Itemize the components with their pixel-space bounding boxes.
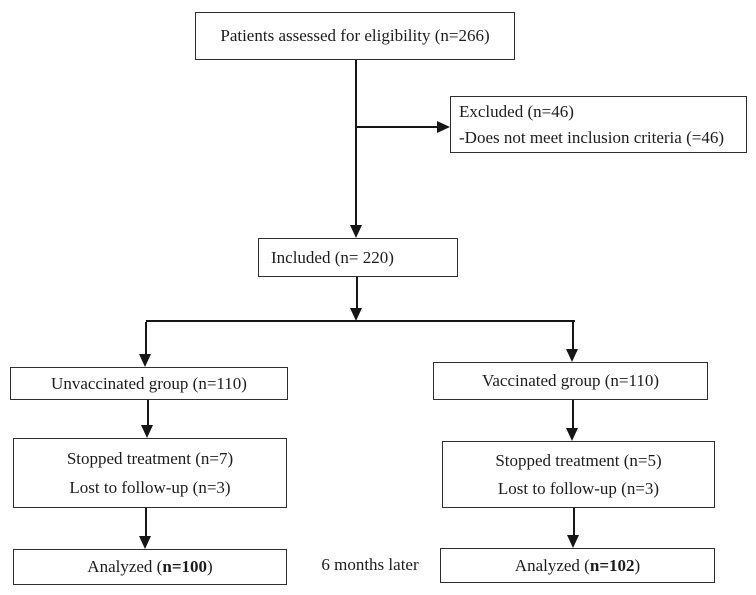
node-vaccinated-group: Vaccinated group (n=110) xyxy=(433,362,708,400)
node-stopped-unvaccinated: Stopped treatment (n=7) Lost to follow-u… xyxy=(13,438,287,508)
node-excluded-line1: Excluded (n=46) xyxy=(459,102,574,122)
node-eligibility-label: Patients assessed for eligibility (n=266… xyxy=(220,26,490,46)
node-excluded: Excluded (n=46) -Does not meet inclusion… xyxy=(450,96,747,153)
arrowhead-into-excluded xyxy=(437,121,450,133)
node-analyzed-vaccinated: Analyzed (n=102) xyxy=(440,548,715,583)
node-stopped-vaccinated: Stopped treatment (n=5) Lost to follow-u… xyxy=(442,441,715,508)
node-vaccinated-label: Vaccinated group (n=110) xyxy=(481,371,659,391)
connector-stopped-to-analyzed-vaccinated xyxy=(573,508,575,536)
node-analyzed-vaccinated-label: Analyzed (n=102) xyxy=(514,555,641,575)
connector-included-to-split xyxy=(356,277,358,308)
node-analyzed-unvaccinated-label: Analyzed (n=100) xyxy=(87,557,213,577)
connector-split-horizontal xyxy=(146,320,575,322)
connector-vaccinated-to-stopped xyxy=(572,400,574,429)
connector-stopped-to-analyzed-unvaccinated xyxy=(145,508,147,537)
connector-branch-to-excluded xyxy=(356,126,437,128)
connector-eligibility-to-included xyxy=(355,60,357,225)
node-stopped-vaccinated-line1: Stopped treatment (n=5) xyxy=(495,450,662,470)
node-unvaccinated-label: Unvaccinated group (n=110) xyxy=(51,373,247,393)
arrowhead-into-analyzed-unvaccinated xyxy=(139,536,151,549)
time-label: 6 months later xyxy=(321,555,419,574)
arrowhead-into-vaccinated xyxy=(566,349,578,362)
node-eligibility: Patients assessed for eligibility (n=266… xyxy=(195,12,515,60)
node-stopped-unvaccinated-line2: Lost to follow-up (n=3) xyxy=(69,478,231,498)
node-included-label: Included (n= 220) xyxy=(271,247,394,267)
arrowhead-into-included xyxy=(350,225,362,238)
node-stopped-unvaccinated-line1: Stopped treatment (n=7) xyxy=(66,448,234,468)
arrowhead-into-unvaccinated xyxy=(139,354,151,367)
node-stopped-vaccinated-line2: Lost to follow-up (n=3) xyxy=(497,479,660,499)
node-analyzed-unvaccinated: Analyzed (n=100) xyxy=(13,549,287,585)
connector-unvaccinated-to-stopped xyxy=(147,400,149,426)
node-included: Included (n= 220) xyxy=(258,238,458,277)
arrowhead-into-analyzed-vaccinated xyxy=(567,535,579,548)
arrowhead-into-split xyxy=(350,308,362,321)
connector-split-to-vaccinated xyxy=(572,322,574,350)
node-excluded-line2: -Does not meet inclusion criteria (=46) xyxy=(459,127,724,147)
arrowhead-into-stopped-vaccinated xyxy=(566,428,578,441)
arrowhead-into-stopped-unvaccinated xyxy=(141,425,153,438)
connector-split-to-unvaccinated xyxy=(145,322,147,355)
node-unvaccinated-group: Unvaccinated group (n=110) xyxy=(10,367,288,400)
